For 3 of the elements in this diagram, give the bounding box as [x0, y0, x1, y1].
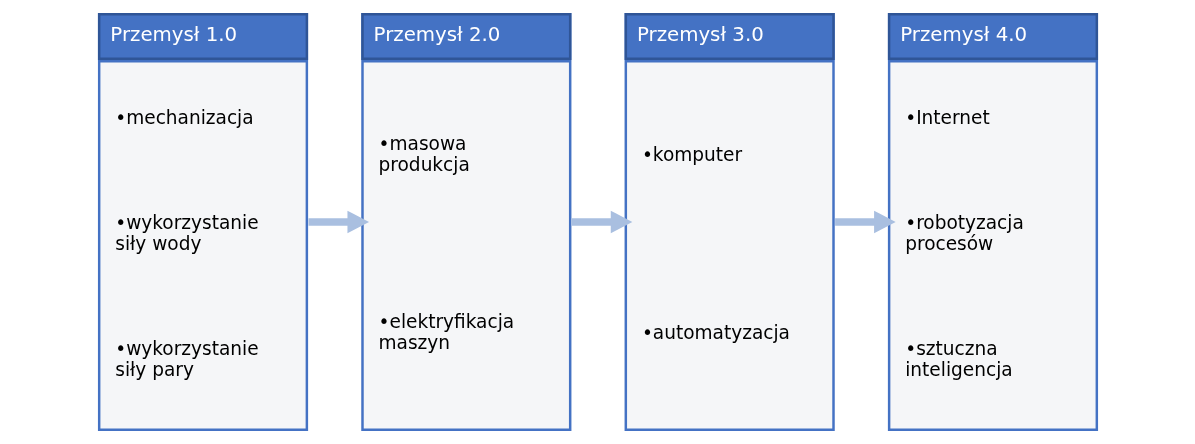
arrow — [834, 210, 896, 234]
arrow — [307, 210, 369, 234]
arrow — [571, 210, 632, 234]
